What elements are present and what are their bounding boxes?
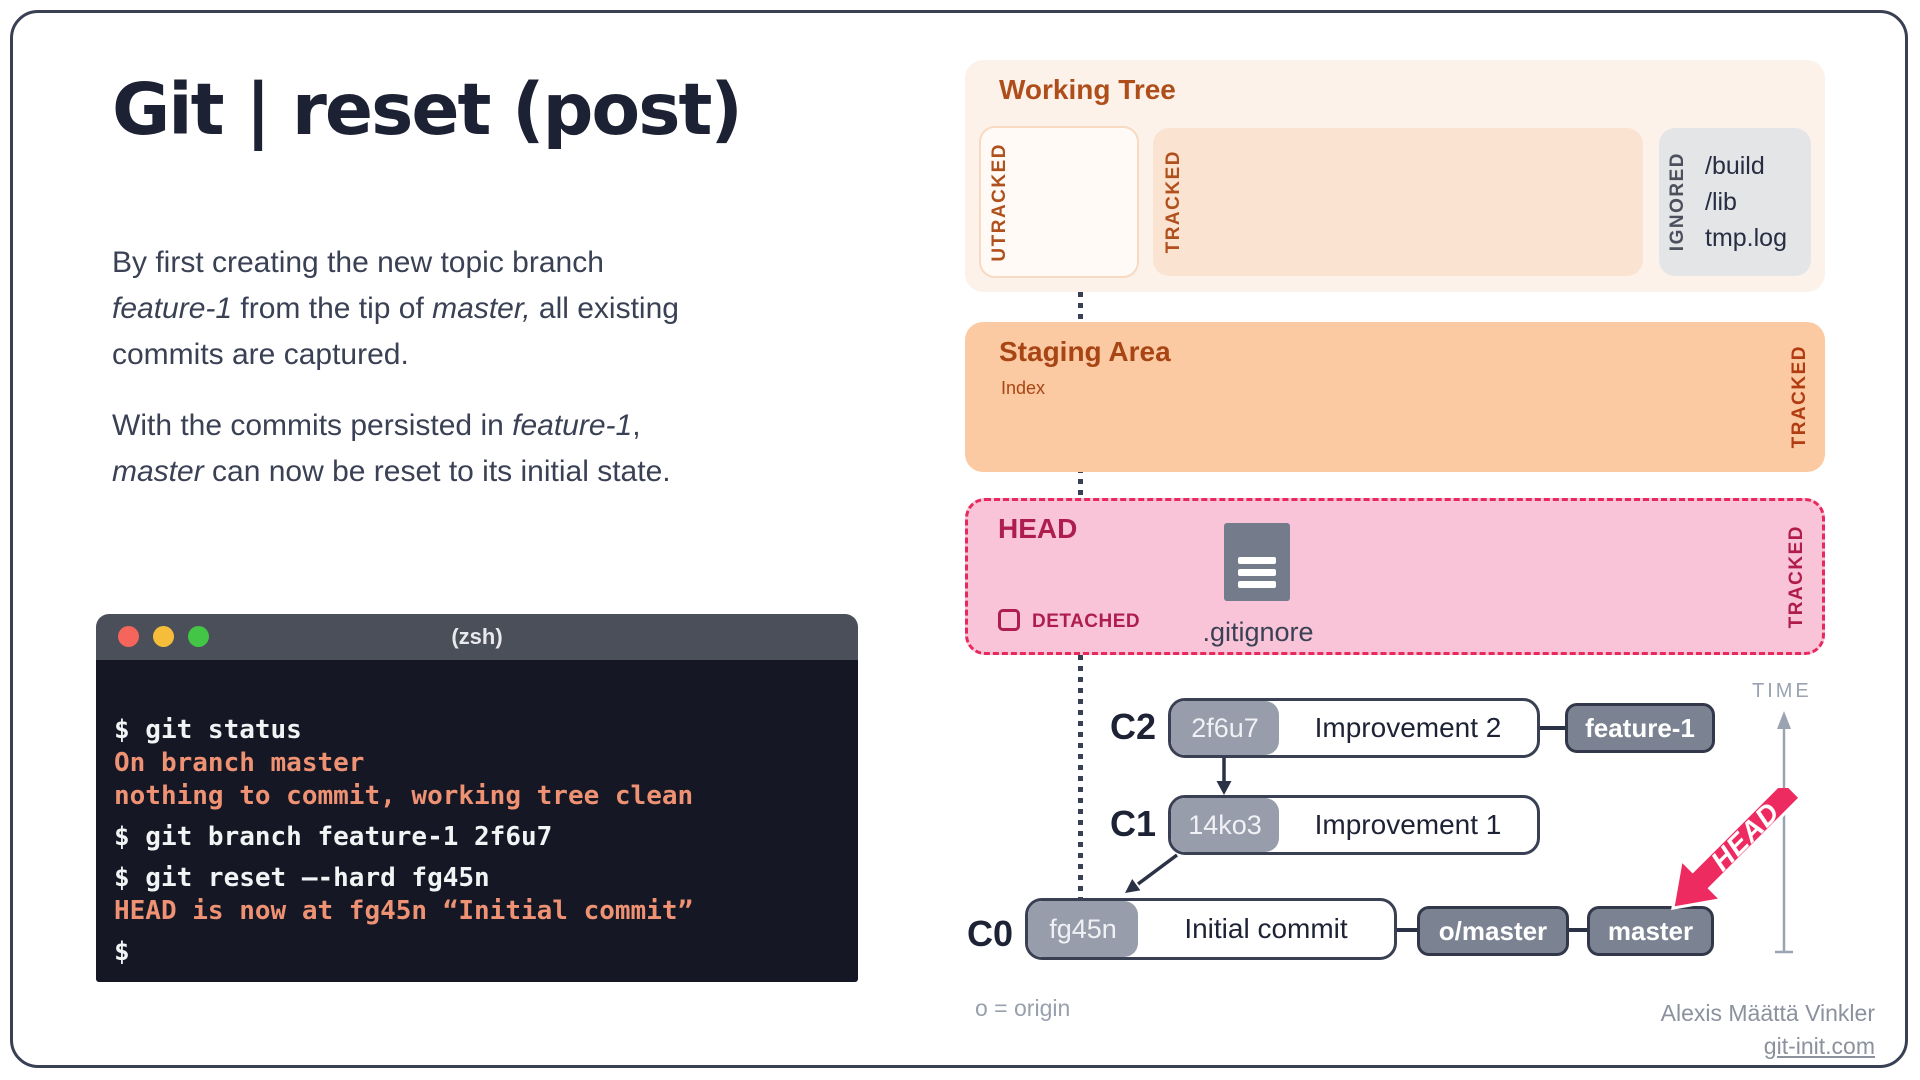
text-segment: , <box>632 409 641 442</box>
commit-label-c1: C1 <box>1109 803 1156 844</box>
text-segment: feature-1 <box>112 292 233 325</box>
text-segment: With the commits persisted in <box>112 409 513 442</box>
ignored-zone: IGNORED /build/lib tmp.log <box>1659 128 1811 276</box>
commit-graph-arrows <box>1125 758 1232 893</box>
terminal-line: $ <box>114 937 130 967</box>
commit-hash-c0: fg45n <box>1028 901 1138 957</box>
author-name: Alexis Määttä Vinkler <box>1660 1000 1875 1026</box>
detached-label: DETACHED <box>1032 611 1141 632</box>
head-panel: HEAD DETACHED .gitignore TRACKED <box>965 498 1825 655</box>
connector-c0-omaster <box>1395 928 1419 932</box>
head-tracked-label: TRACKED <box>1786 524 1807 629</box>
ignored-file: /lib <box>1705 188 1737 216</box>
file-icon <box>1224 523 1290 601</box>
commit-node-c0: fg45n Initial commit <box>1025 898 1397 960</box>
text-segment: all existing <box>530 292 679 325</box>
zoom-button[interactable] <box>188 626 209 647</box>
commit-message-c2: Improvement 2 <box>1314 712 1502 743</box>
intro-paragraph-2: With the commits persisted in feature-1,… <box>112 403 812 495</box>
minimize-button[interactable] <box>153 626 174 647</box>
terminal-line: $ git reset —-hard fg45n <box>114 863 490 893</box>
text-segment: commits are captured. <box>112 338 409 371</box>
ignored-label: IGNORED <box>1667 152 1688 252</box>
head-pointer-text: HEAD <box>1705 796 1786 877</box>
staging-tracked-label: TRACKED <box>1789 345 1810 449</box>
commit-node-c1: 14ko3 Improvement 1 <box>1168 795 1540 855</box>
text-segment: feature-1 <box>512 409 633 442</box>
time-axis-label: TIME <box>1752 680 1812 702</box>
terminal-titlebar: (zsh) <box>96 614 858 660</box>
gitignore-file-label: .gitignore <box>1202 617 1314 647</box>
text-segment: master <box>112 455 204 488</box>
staging-area-title: Staging Area <box>999 336 1171 367</box>
commit-message-c1: Improvement 1 <box>1314 809 1502 840</box>
ignored-files-list: /build/lib tmp.log <box>1705 128 1787 276</box>
intro-paragraph-1: By first creating the new topic branch fe… <box>112 240 812 378</box>
website-link[interactable]: git-init.com <box>1763 1033 1875 1059</box>
branch-label-master: master <box>1587 906 1714 956</box>
ignored-file: /build <box>1705 152 1765 180</box>
terminal-line: HEAD is now at fg45n “Initial commit” <box>114 896 694 926</box>
page-title: Git | reset (post) <box>112 68 743 151</box>
terminal-line: $ git branch feature-1 2f6u7 <box>114 822 553 852</box>
terminal-line: $ git status <box>114 715 302 745</box>
commit-message-c0: Initial commit <box>1184 913 1348 944</box>
terminal-line: On branch master <box>114 748 365 778</box>
staging-area-panel: Staging Area Index TRACKED <box>965 322 1825 472</box>
text-segment: master, <box>432 292 531 325</box>
commit-label-c2: C2 <box>1109 706 1156 747</box>
text-segment: can now be reset to its initial state. <box>203 455 671 488</box>
untracked-label: UTRACKED <box>989 142 1010 262</box>
branch-label-o-master: o/master <box>1417 906 1569 956</box>
commit-hash-c1: 14ko3 <box>1171 798 1279 852</box>
working-tree-panel: Working Tree UTRACKED TRACKED IGNORED /b… <box>965 60 1825 292</box>
tracked-label: TRACKED <box>1163 150 1184 254</box>
head-panel-title: HEAD <box>998 513 1078 544</box>
origin-note: o = origin <box>975 995 1071 1021</box>
head-pointer-arrow: HEAD <box>1671 788 1803 910</box>
traffic-lights <box>118 626 209 647</box>
credits: Alexis Määttä Vinkler git-init.com <box>1661 1000 1875 1060</box>
staging-area-subtitle: Index <box>1001 378 1046 398</box>
text-segment: from the tip of <box>232 292 433 325</box>
detached-checkbox[interactable] <box>998 609 1020 631</box>
working-tree-title: Working Tree <box>999 74 1176 105</box>
commit-label-c0: C0 <box>966 913 1013 954</box>
untracked-zone: UTRACKED <box>979 126 1139 278</box>
branch-label-feature-1: feature-1 <box>1565 703 1715 753</box>
terminal-title: (zsh) <box>451 624 503 649</box>
close-button[interactable] <box>118 626 139 647</box>
ignored-file: tmp.log <box>1705 224 1787 252</box>
commit-node-c2: 2f6u7 Improvement 2 <box>1168 698 1540 758</box>
terminal-line: nothing to commit, working tree clean <box>114 781 694 811</box>
connector-c2-feature1 <box>1538 726 1568 730</box>
text-segment: By first creating the new topic branch <box>112 246 604 279</box>
connector-omaster-master <box>1567 928 1589 932</box>
time-axis-arrow <box>1775 711 1793 954</box>
tracked-zone: TRACKED <box>1153 128 1643 276</box>
commit-hash-c2: 2f6u7 <box>1171 701 1279 755</box>
